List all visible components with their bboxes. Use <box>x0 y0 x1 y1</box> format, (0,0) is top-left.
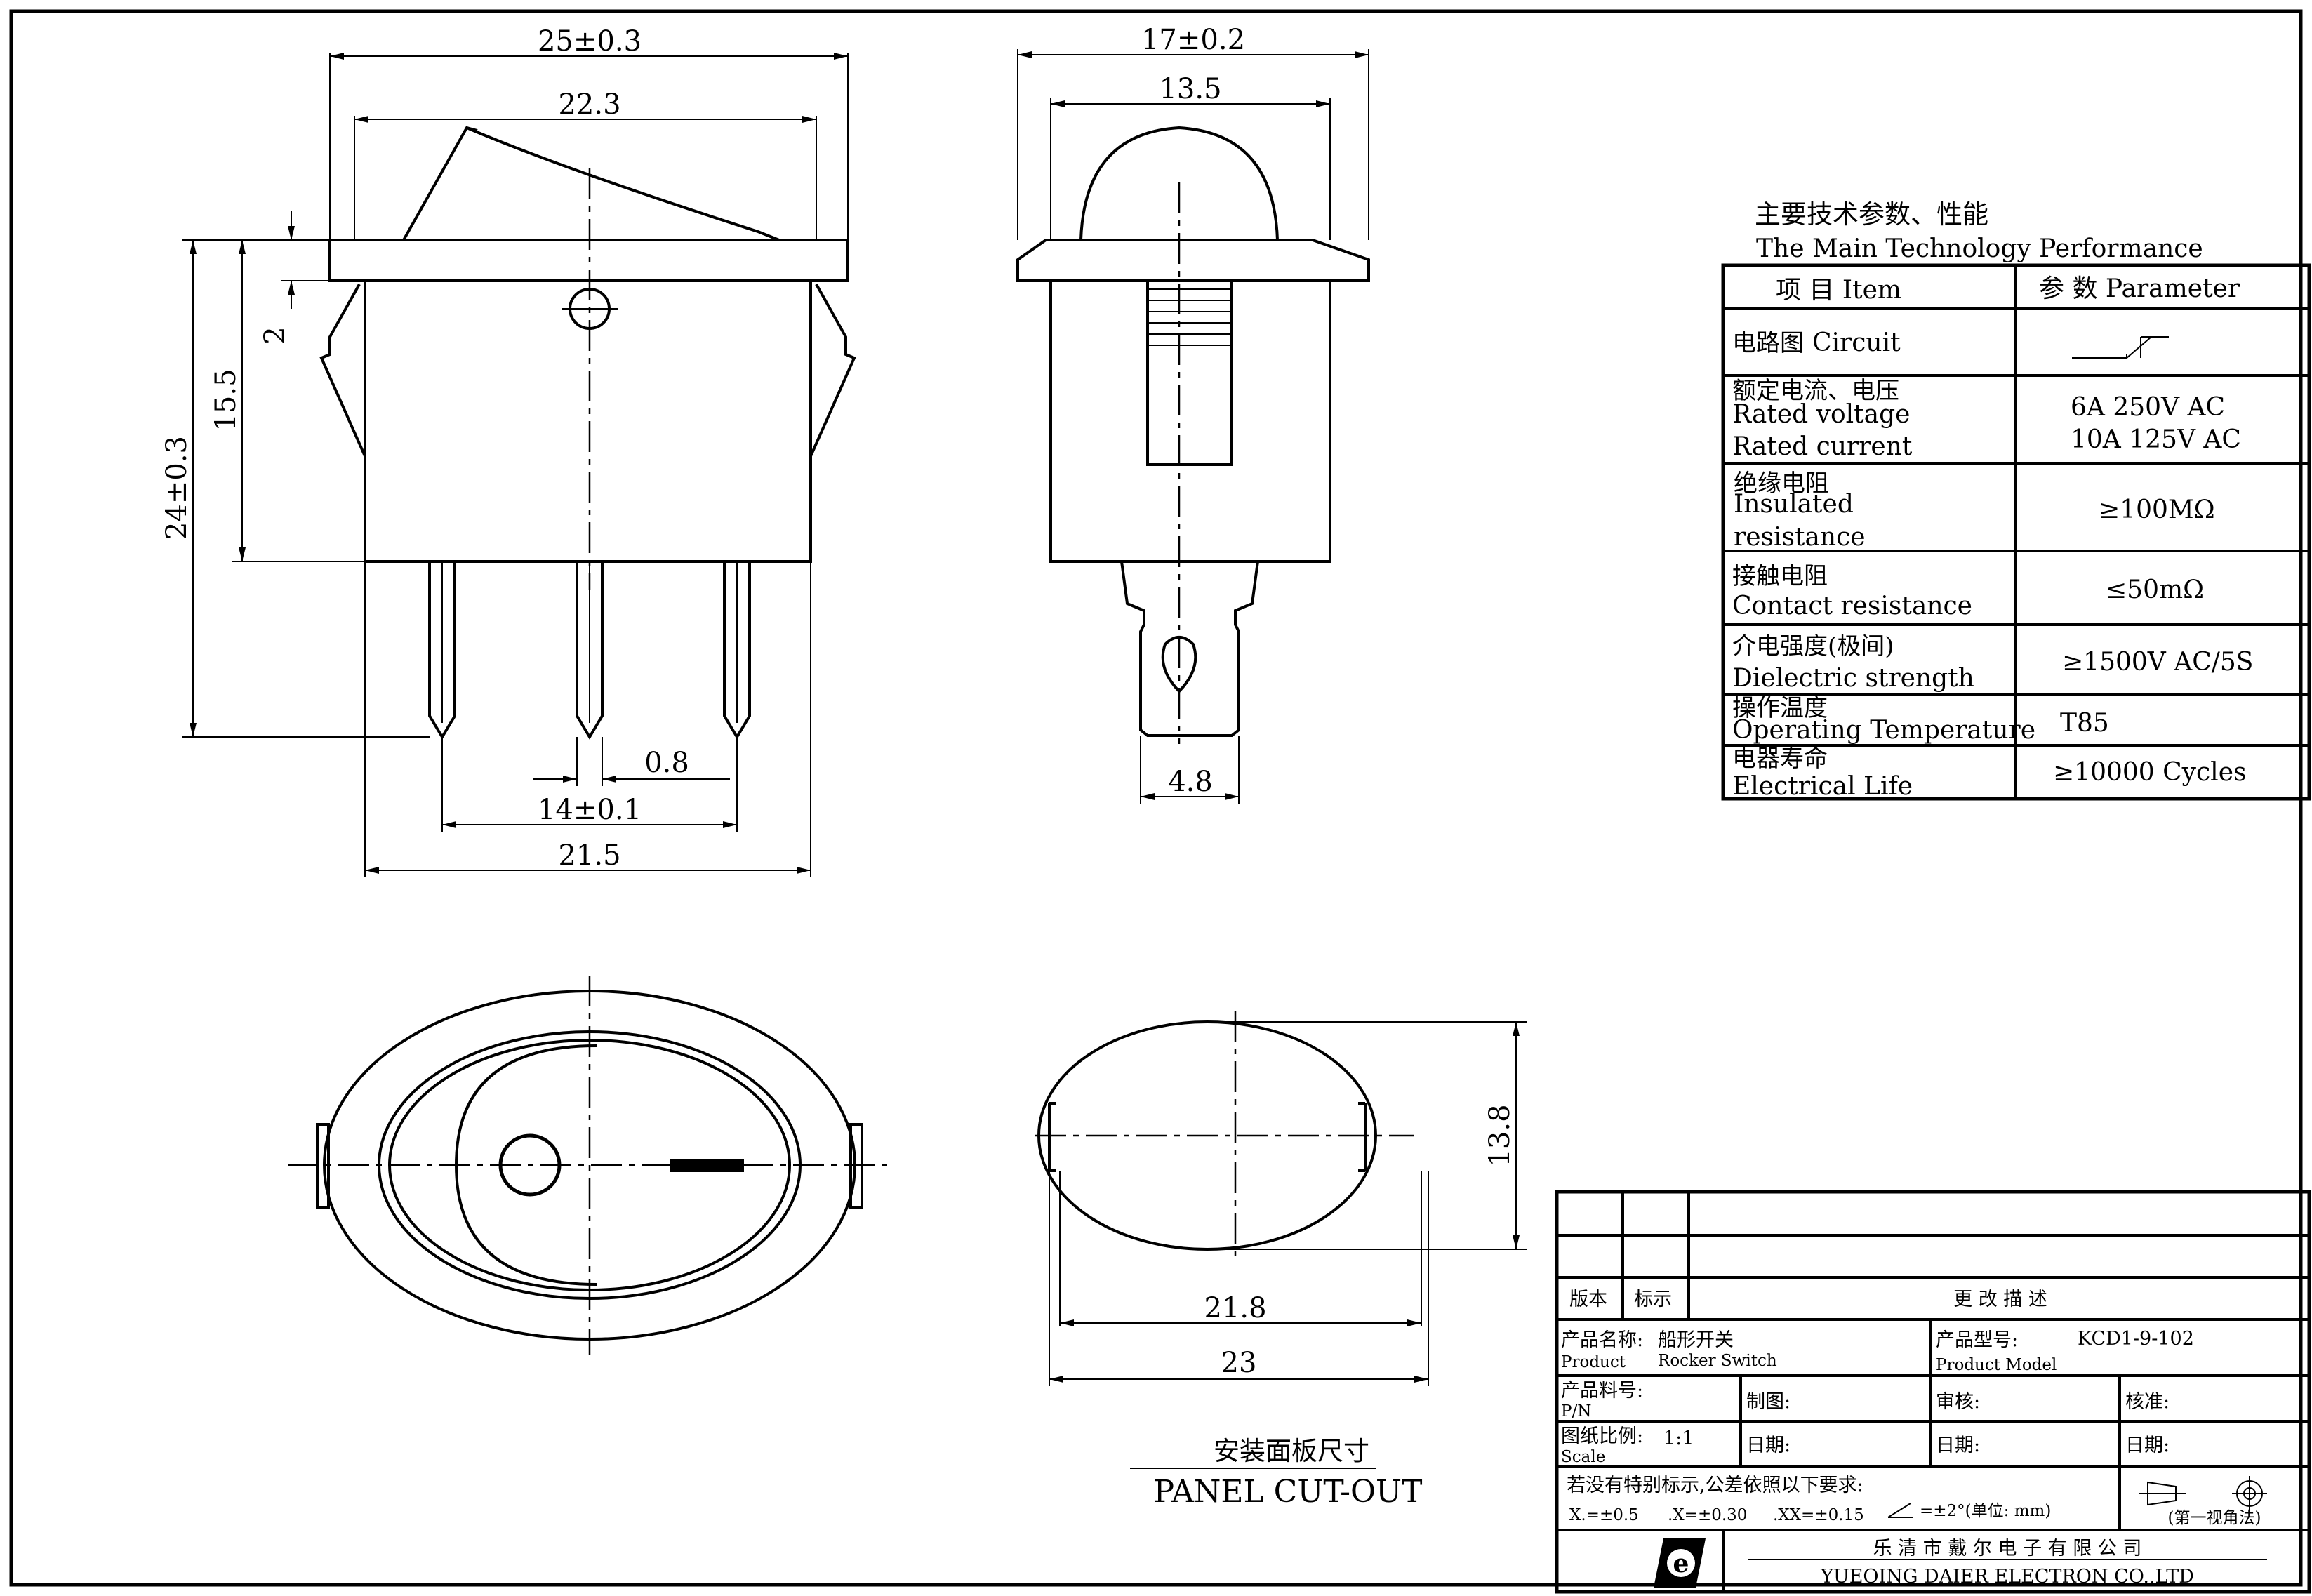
dim-body-width: 21.5 <box>558 839 620 872</box>
panel-cutout-title-cn: 安装面板尺寸 <box>1214 1436 1369 1466</box>
tb-date-3: 日期: <box>2125 1435 2170 1456</box>
tb-mark: 标示 <box>1634 1289 1672 1310</box>
spec-row-insulated-value: ≥100MΩ <box>2099 496 2215 524</box>
spec-row-rated-en2: Rated current <box>1732 432 1913 461</box>
spec-row-dielectric-value: ≥1500V AC/5S <box>2062 648 2253 677</box>
panel-cutout-title-en: PANEL CUT-OUT <box>1154 1474 1423 1510</box>
spec-row-contact-value: ≤50mΩ <box>2106 576 2204 604</box>
tb-model-label-en: Product Model <box>1936 1356 2057 1374</box>
spec-row-insulated-en: Insulated <box>1734 490 1854 519</box>
tb-scale-label-en: Scale <box>1561 1448 1605 1466</box>
tb-product-name-en: Rocker Switch <box>1658 1352 1777 1370</box>
tb-product-name-en-label: Product <box>1561 1353 1626 1371</box>
spec-row-dielectric-en: Dielectric strength <box>1732 664 1974 693</box>
dim-cutout-height: 13.8 <box>1484 1104 1516 1166</box>
tb-product-name-cn: 船形开关 <box>1658 1329 1734 1351</box>
dim-width-inner: 22.3 <box>558 88 620 121</box>
tb-tol-angle: =±2°(单位: mm) <box>1920 1502 2051 1520</box>
angle-icon <box>1887 1503 1913 1518</box>
dim-pin-width: 0.8 <box>644 747 689 779</box>
spec-title-en: The Main Technology Performance <box>1756 234 2203 263</box>
tb-scale: 1:1 <box>1663 1428 1694 1449</box>
tb-approve: 核准: <box>2125 1391 2170 1413</box>
spec-row-contact-cn: 接触电阻 <box>1732 562 1828 590</box>
tb-review: 审核: <box>1936 1391 1980 1413</box>
spec-title-cn: 主要技术参数、性能 <box>1755 199 1988 230</box>
spec-row-temp-cn: 操作温度 <box>1732 694 1828 722</box>
tb-version: 版本 <box>1569 1289 1607 1310</box>
dim-width-total: 25±0.3 <box>538 25 642 58</box>
title-block: 版本 标示 更 改 描 述 产品名称: Product 船形开关 Rocker … <box>1555 1190 2311 1594</box>
tb-company-en: YUEQING DAIER ELECTRON CO.,LTD <box>1820 1566 2194 1588</box>
spec-header-item: 项 目 Item <box>1776 276 1901 305</box>
tb-scale-label: 图纸比例: <box>1561 1425 1643 1447</box>
spec-row-rated-value: 6A 250V AC <box>2071 393 2225 422</box>
tb-date-1: 日期: <box>1746 1435 1791 1456</box>
tb-product-name-label: 产品名称: <box>1561 1329 1643 1351</box>
company-logo-icon: e <box>1654 1538 1706 1588</box>
dim-body-height: 15.5 <box>210 368 242 431</box>
spec-row-circuit-cn: 电路图 <box>1732 329 1804 357</box>
tb-pn-label: 产品料号: <box>1561 1380 1643 1402</box>
spec-row-rated-en: Rated voltage <box>1732 400 1910 429</box>
tb-date-2: 日期: <box>1936 1435 1980 1456</box>
spec-row-temp-en: Operating Temperature <box>1732 716 2035 745</box>
spec-row-life-value: ≥10000 Cycles <box>2053 758 2246 787</box>
front-view: 25±0.3 22.3 2 15.5 24±0.3 0.8 14±0.1 21.… <box>161 25 856 877</box>
dim-side-tab: 4.8 <box>1168 766 1213 798</box>
circuit-symbol-icon <box>2072 336 2169 359</box>
spec-row-rated-cn: 额定电流、电压 <box>1732 377 1899 405</box>
tb-pn-label-en: P/N <box>1561 1402 1591 1421</box>
tb-drawn: 制图: <box>1746 1391 1791 1413</box>
dim-flange: 2 <box>259 326 291 344</box>
spec-row-insulated-cn: 绝缘电阻 <box>1734 470 1829 498</box>
dim-cutout-outer: 23 <box>1221 1347 1257 1379</box>
tb-change-desc: 更 改 描 述 <box>1953 1289 2047 1310</box>
spec-row-insulated-en2: resistance <box>1734 523 1866 552</box>
tb-model: KCD1-9-102 <box>2078 1328 2194 1350</box>
company-logo-letter: e <box>1673 1549 1689 1578</box>
dim-side-dome: 13.5 <box>1159 73 1221 105</box>
tb-projection: (第一视角法) <box>2168 1509 2261 1527</box>
spec-row-rated-value2: 10A 125V AC <box>2071 425 2241 454</box>
spec-header-param: 参 数 Parameter <box>2039 274 2240 303</box>
dim-side-width: 17±0.2 <box>1141 24 1245 56</box>
tb-tolerance-note: 若没有特别标示,公差依照以下要求: <box>1567 1475 1863 1496</box>
projection-icon <box>2139 1476 2267 1511</box>
spec-row-life-en: Electrical Life <box>1732 772 1913 801</box>
tb-model-label: 产品型号: <box>1936 1329 2018 1351</box>
spec-row-dielectric-cn: 介电强度(极间) <box>1732 632 1894 660</box>
panel-cutout-view: 13.8 21.8 23 安装面板尺寸 PANEL CUT-OUT <box>1035 1011 1527 1510</box>
top-view <box>288 976 891 1355</box>
dim-total-height: 24±0.3 <box>161 436 193 540</box>
spec-row-life-cn: 电器寿命 <box>1732 745 1828 773</box>
side-view: 17±0.2 13.5 4.8 <box>1016 24 1370 804</box>
tb-company-cn: 乐 清 市 戴 尔 电 子 有 限 公 司 <box>1873 1538 2142 1560</box>
spec-row-temp-value: T85 <box>2060 709 2109 738</box>
dim-pin-spacing: 14±0.1 <box>538 794 642 826</box>
spec-row-contact-en: Contact resistance <box>1732 592 1972 620</box>
dim-cutout-inner: 21.8 <box>1204 1292 1266 1324</box>
tb-tol-x: X.=±0.5 <box>1569 1506 1639 1524</box>
tb-tol-xxx: .XX=±0.15 <box>1773 1506 1864 1524</box>
spec-table: 主要技术参数、性能 The Main Technology Performanc… <box>1721 199 2311 801</box>
spec-row-circuit-en: Circuit <box>1812 328 1901 357</box>
tb-tol-xx: .X=±0.30 <box>1668 1506 1747 1524</box>
